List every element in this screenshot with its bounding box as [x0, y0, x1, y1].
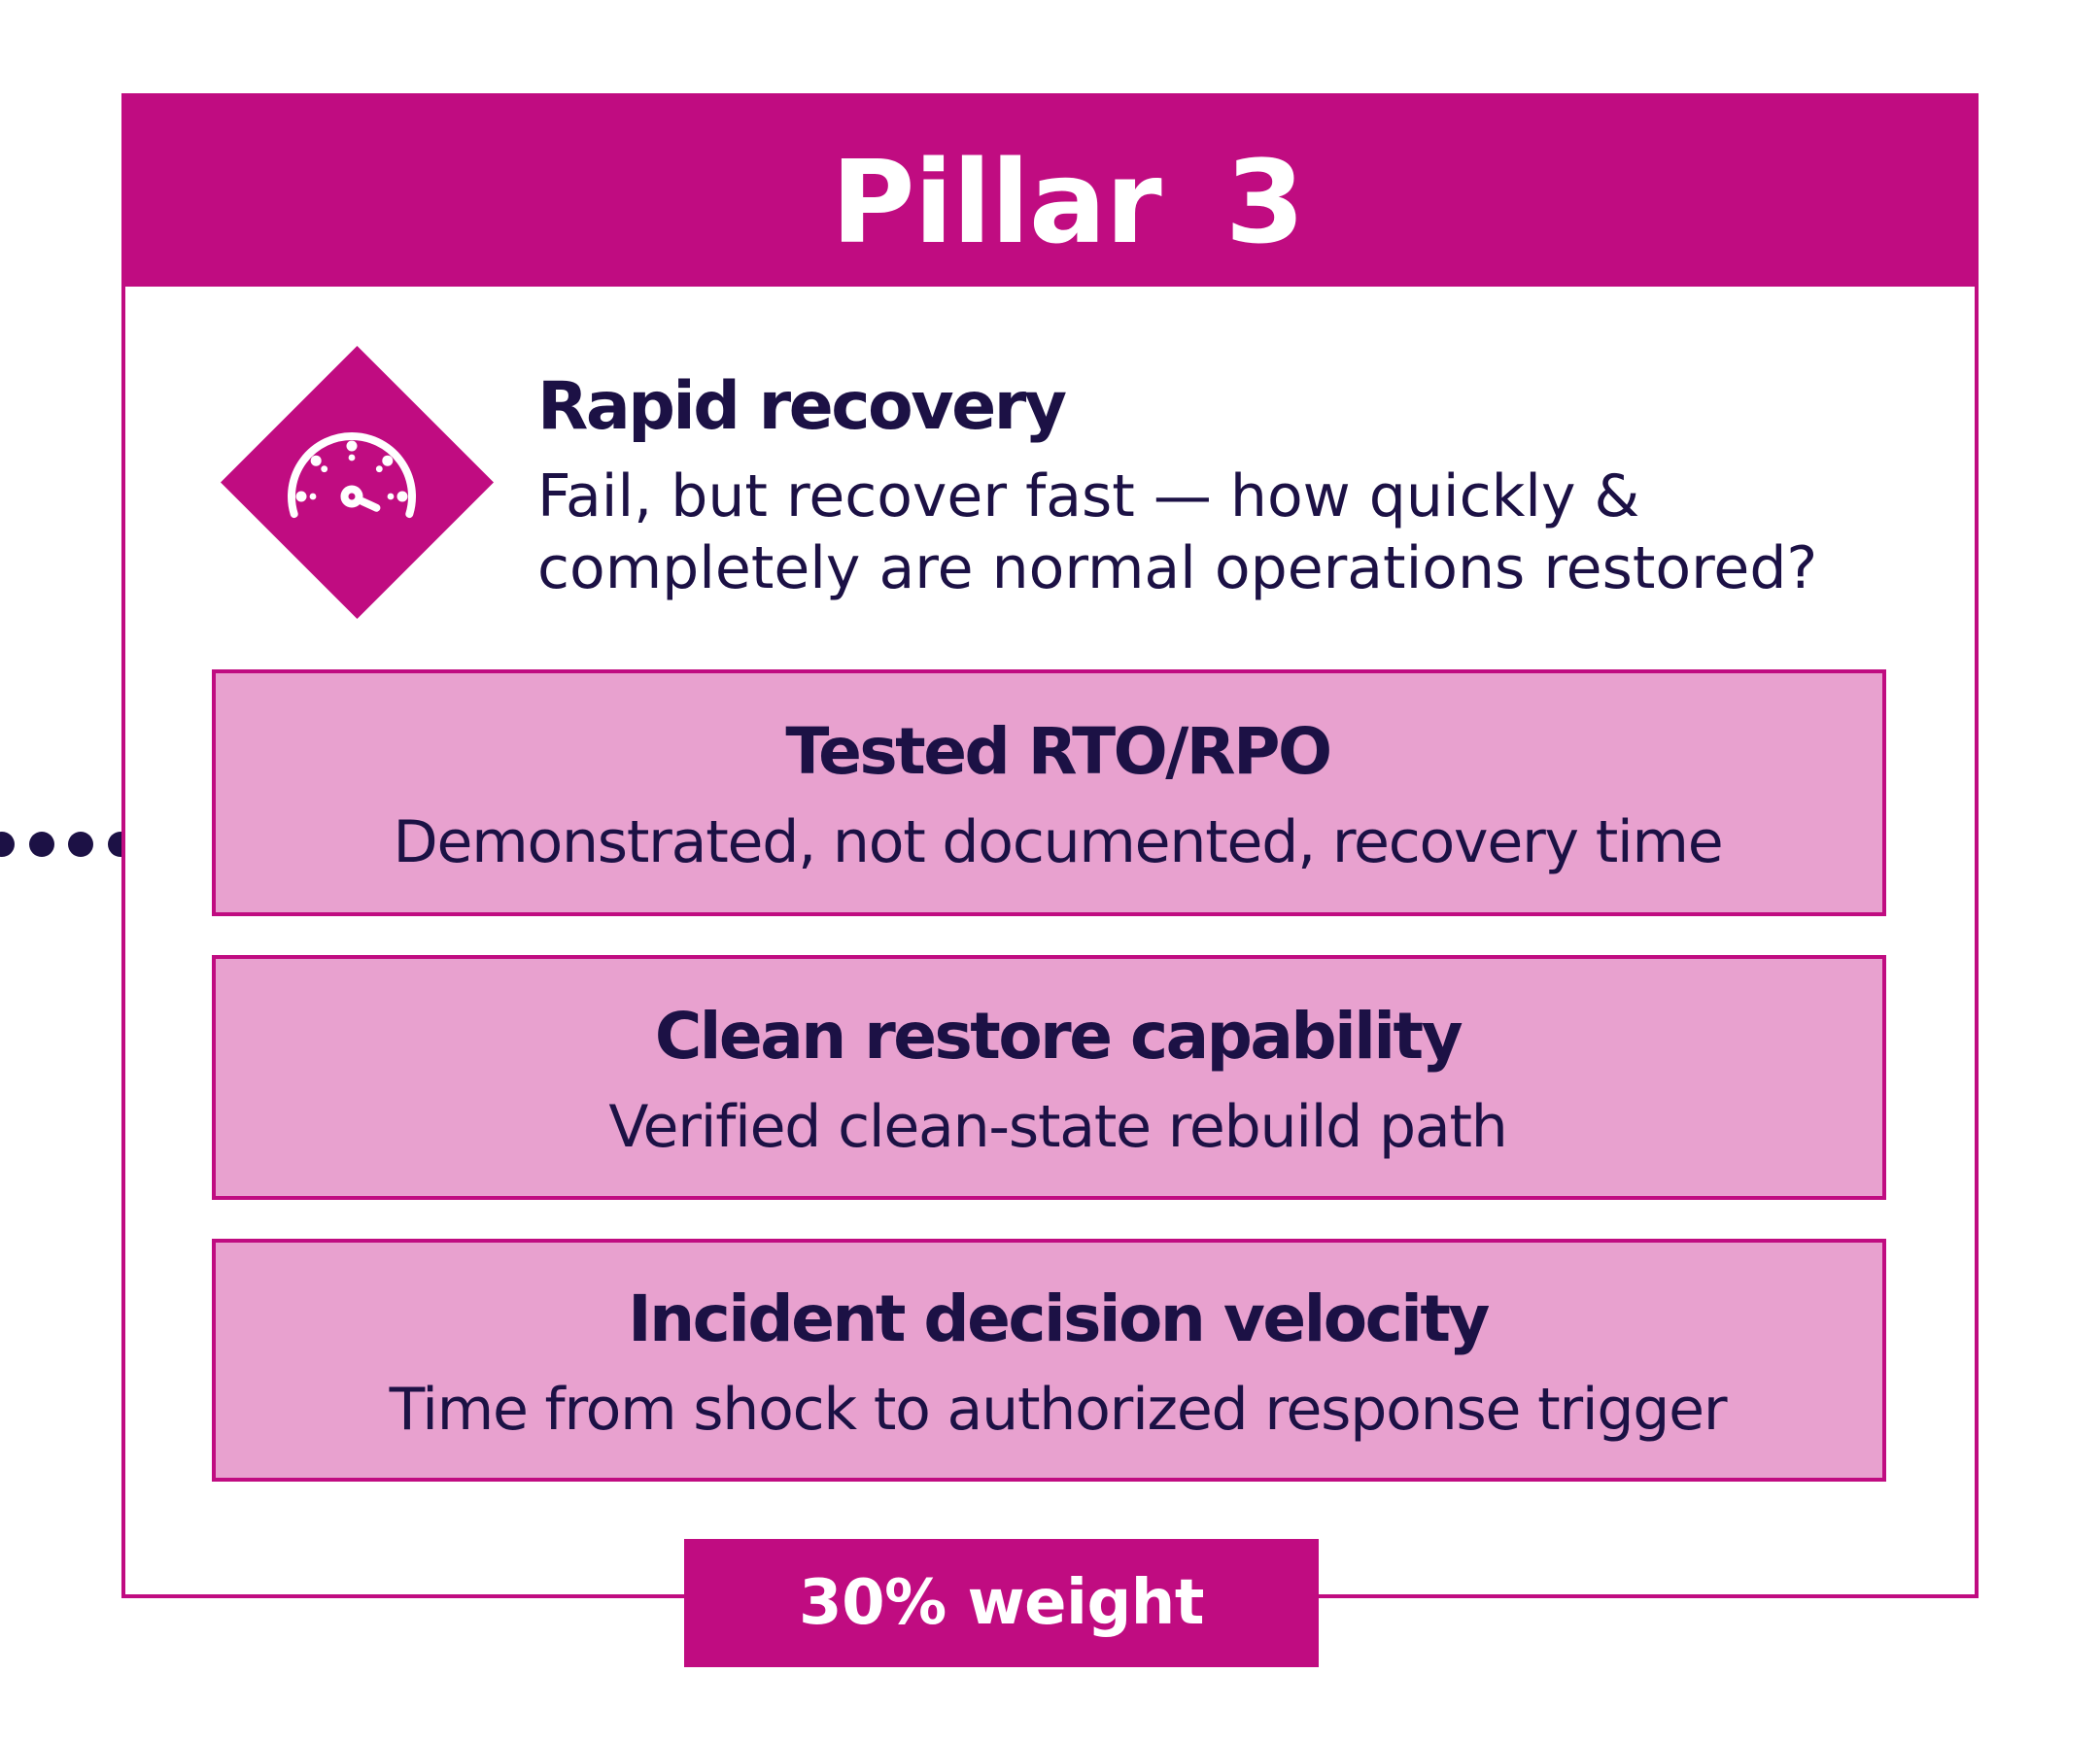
connector-dot	[68, 832, 93, 857]
connector-dot	[0, 832, 15, 857]
pillar-heading: Rapid recovery	[537, 367, 1067, 445]
metric-subtitle: Verified clean-state rebuild path	[608, 1093, 1507, 1161]
metric-title: Tested RTO/RPO	[785, 714, 1332, 789]
weight-badge: 30% weight	[684, 1539, 1319, 1667]
metric-subtitle: Time from shock to authorized response t…	[389, 1376, 1728, 1444]
metric-title: Incident decision velocity	[628, 1281, 1490, 1356]
metric-title: Clean restore capability	[654, 999, 1463, 1074]
pillar-description-line: Fail, but recover fast — how quickly &	[537, 462, 1640, 531]
pillar-description: Fail, but recover fast — how quickly & c…	[537, 461, 1946, 604]
dotted-connector	[0, 832, 133, 857]
metric-box-tested-rto-rpo: Tested RTO/RPO Demonstrated, not documen…	[212, 669, 1886, 916]
pillar-intro: Rapid recovery Fail, but recover fast — …	[537, 367, 1946, 604]
metric-box-incident-velocity: Incident decision velocity Time from sho…	[212, 1239, 1886, 1482]
gauge-icon	[221, 346, 494, 619]
weight-label: 30% weight	[799, 1567, 1204, 1639]
pillar-card: Pillar 3 Rapid recovery Fail, but recove…	[121, 93, 1979, 1598]
card-header-band: Pillar 3	[125, 97, 1975, 287]
page-title: Pillar 3	[831, 135, 1305, 269]
metric-box-clean-restore: Clean restore capability Verified clean-…	[212, 955, 1886, 1200]
connector-dot	[28, 832, 54, 857]
pillar-description-line: completely are normal operations restore…	[537, 534, 1818, 603]
metric-subtitle: Demonstrated, not documented, recovery t…	[393, 808, 1724, 876]
